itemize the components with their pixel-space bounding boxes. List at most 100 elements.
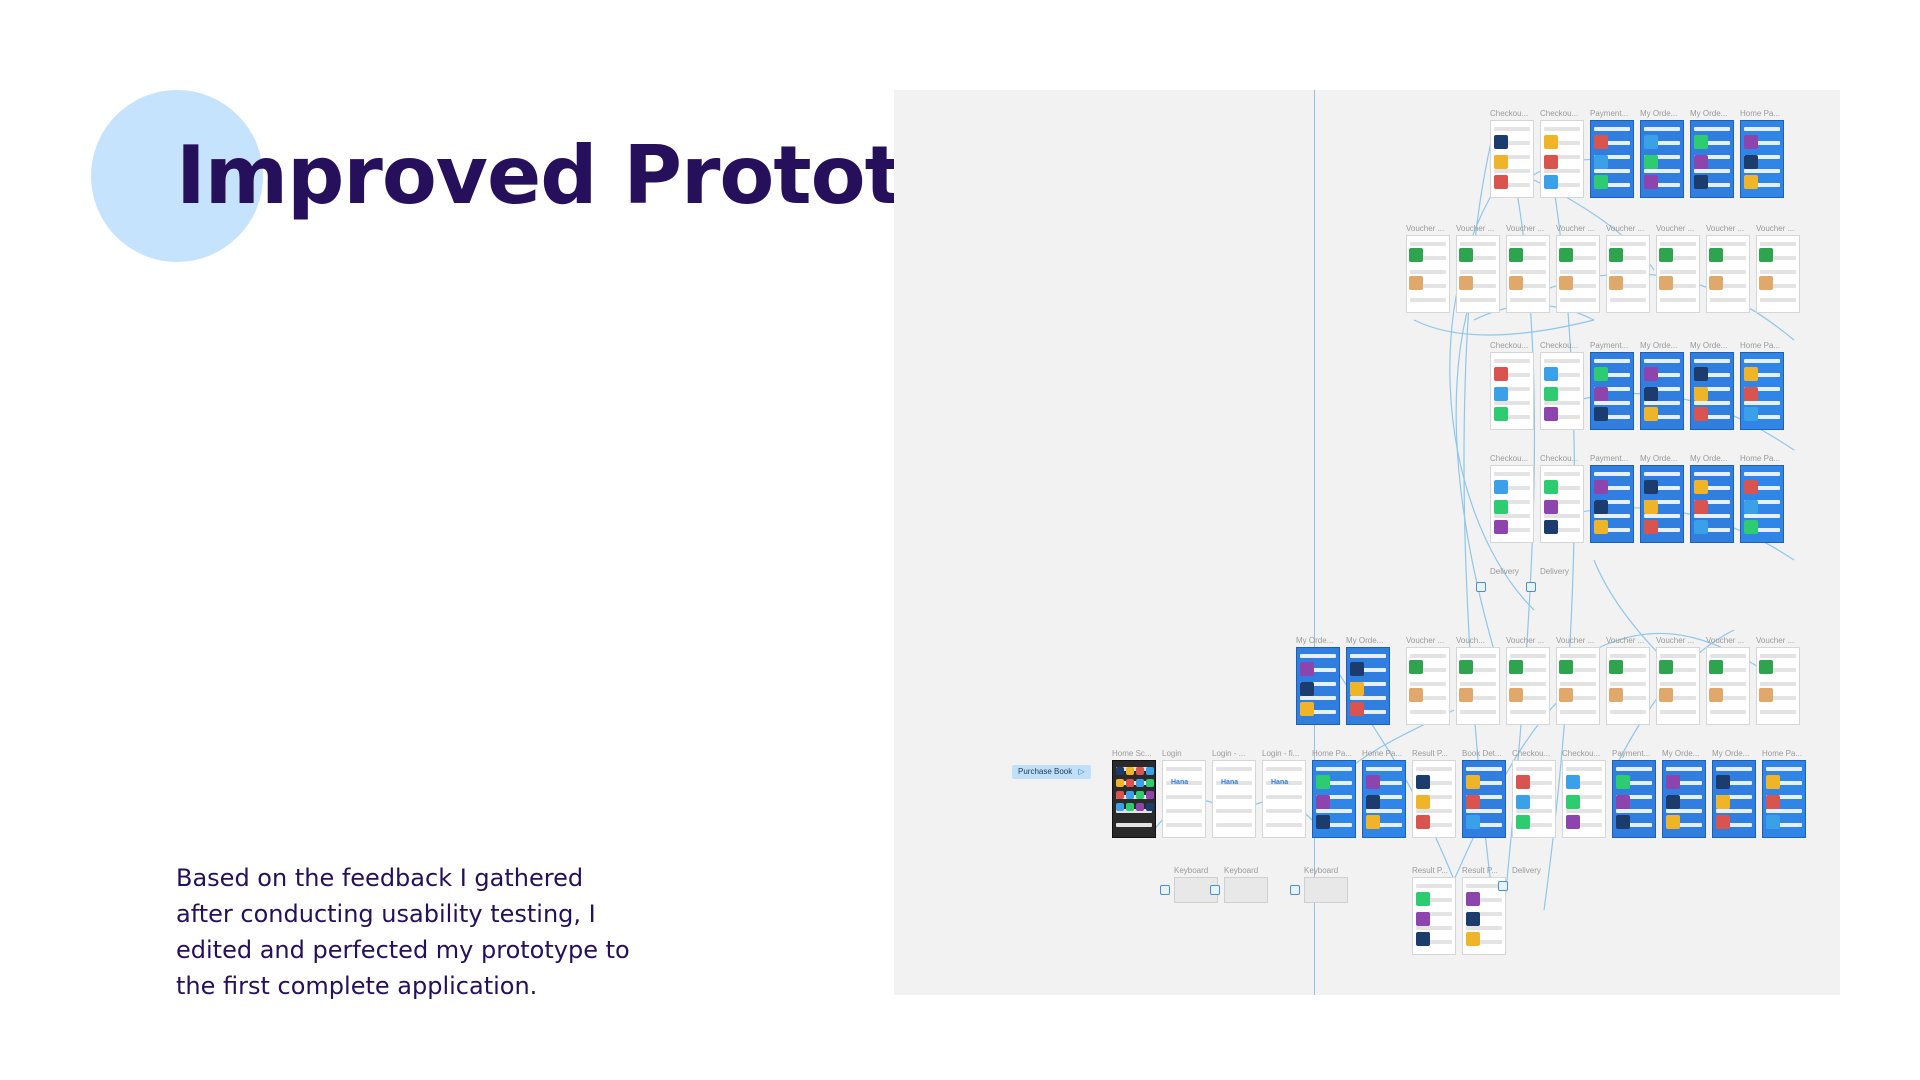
voucher-thumb — [1759, 660, 1773, 674]
screen-frame-blue[interactable] — [1690, 120, 1734, 198]
book-cover-thumb — [1694, 520, 1708, 534]
frame-label: Result P... — [1462, 866, 1498, 875]
frame-content-line — [1460, 696, 1496, 700]
frame-content-line — [1766, 781, 1802, 785]
interaction-node[interactable] — [1160, 885, 1170, 895]
screen-frame-blue[interactable] — [1462, 760, 1506, 838]
frame-content-line — [1266, 781, 1302, 785]
keyboard-frame[interactable] — [1304, 877, 1348, 903]
book-cover-thumb — [1644, 135, 1658, 149]
frame-content-line — [1494, 127, 1530, 131]
screen-frame-home[interactable] — [1362, 760, 1406, 838]
frame-content-line — [1544, 486, 1580, 490]
start-flow-tag[interactable]: Purchase Book ▷ — [1012, 765, 1091, 779]
screen-frame-blue[interactable] — [1690, 352, 1734, 430]
frame-label: Delivery — [1512, 866, 1541, 875]
frame-content-line — [1544, 183, 1580, 187]
screen-frame-blue[interactable] — [1640, 465, 1684, 543]
screen-frame-home[interactable] — [1762, 760, 1806, 838]
screen-frame[interactable] — [1412, 760, 1456, 838]
interaction-node[interactable] — [1526, 582, 1536, 592]
app-icon — [1116, 803, 1124, 811]
frame-content-line — [1660, 284, 1696, 288]
frame-content-line — [1760, 668, 1796, 672]
screen-frame[interactable] — [1556, 235, 1600, 313]
screen-frame[interactable] — [1540, 465, 1584, 543]
screen-frame[interactable]: Hana — [1162, 760, 1206, 838]
screen-frame[interactable] — [1506, 647, 1550, 725]
screen-frame-blue[interactable] — [1590, 352, 1634, 430]
screen-frame[interactable] — [1606, 647, 1650, 725]
screen-frame[interactable] — [1756, 647, 1800, 725]
frame-label: My Orde... — [1296, 636, 1334, 645]
screen-frame[interactable]: Hana — [1262, 760, 1306, 838]
screen-frame-home[interactable] — [1740, 465, 1784, 543]
screen-frame-blue[interactable] — [1640, 352, 1684, 430]
screen-frame-blue[interactable] — [1590, 465, 1634, 543]
frame-content-line — [1694, 472, 1730, 476]
screen-frame-home[interactable] — [1740, 120, 1784, 198]
screen-frame-blue[interactable] — [1662, 760, 1706, 838]
screen-frame-blue[interactable] — [1296, 647, 1340, 725]
screen-frame[interactable] — [1540, 352, 1584, 430]
screen-frame[interactable] — [1490, 352, 1534, 430]
screen-frame[interactable] — [1412, 877, 1456, 955]
frame-content-line — [1760, 710, 1796, 714]
screen-frame[interactable] — [1406, 647, 1450, 725]
frame-label: Checkou... — [1540, 341, 1579, 350]
screen-frame[interactable] — [1606, 235, 1650, 313]
screen-frame[interactable] — [1706, 235, 1750, 313]
frame-content-line — [1466, 940, 1502, 944]
frame-label: Payment... — [1612, 749, 1651, 758]
screen-frame[interactable] — [1556, 647, 1600, 725]
interaction-node[interactable] — [1498, 881, 1508, 891]
frame-content-line — [1494, 514, 1530, 518]
frame-label: Login - ... — [1212, 749, 1246, 758]
screen-frame-blue[interactable] — [1612, 760, 1656, 838]
prototype-canvas[interactable]: Purchase Book ▷ Checkou... Checkou... Paym… — [894, 90, 1840, 995]
screen-frame-blue[interactable] — [1346, 647, 1390, 725]
screen-frame-home[interactable] — [1312, 760, 1356, 838]
book-cover-thumb — [1350, 702, 1364, 716]
screen-frame[interactable] — [1490, 120, 1534, 198]
screen-frame[interactable]: Hana — [1212, 760, 1256, 838]
screen-frame-blue[interactable] — [1590, 120, 1634, 198]
screen-frame[interactable] — [1656, 647, 1700, 725]
frame-content-line — [1560, 668, 1596, 672]
frame-content-line — [1566, 795, 1602, 799]
voucher-thumb — [1759, 248, 1773, 262]
screen-frame[interactable] — [1512, 760, 1556, 838]
screen-frame[interactable] — [1456, 235, 1500, 313]
screen-frame-homescreen[interactable] — [1112, 760, 1156, 838]
frame-content-line — [1594, 141, 1630, 145]
screen-frame[interactable] — [1656, 235, 1700, 313]
screen-frame-blue[interactable] — [1690, 465, 1734, 543]
frame-content-line — [1644, 359, 1680, 363]
screen-frame[interactable] — [1490, 465, 1534, 543]
interaction-node[interactable] — [1476, 582, 1486, 592]
frame-label: Checkou... — [1490, 341, 1529, 350]
screen-frame[interactable] — [1562, 760, 1606, 838]
interaction-node[interactable] — [1210, 885, 1220, 895]
frame-content-line — [1494, 472, 1530, 476]
book-cover-thumb — [1544, 387, 1558, 401]
screen-frame-blue[interactable] — [1712, 760, 1756, 838]
screen-frame[interactable] — [1456, 647, 1500, 725]
screen-frame[interactable] — [1506, 235, 1550, 313]
frame-content-line — [1166, 823, 1202, 827]
screen-frame[interactable] — [1756, 235, 1800, 313]
frame-content-line — [1760, 654, 1796, 658]
frame-label: Book Det... — [1462, 749, 1502, 758]
frame-content-line — [1744, 183, 1780, 187]
screen-frame-home[interactable] — [1740, 352, 1784, 430]
book-cover-thumb — [1616, 775, 1630, 789]
keyboard-frame[interactable] — [1224, 877, 1268, 903]
screen-frame[interactable] — [1706, 647, 1750, 725]
screen-frame[interactable] — [1406, 235, 1450, 313]
interaction-node[interactable] — [1290, 885, 1300, 895]
play-icon[interactable]: ▷ — [1078, 767, 1085, 776]
book-cover-thumb — [1566, 815, 1580, 829]
screen-frame-blue[interactable] — [1640, 120, 1684, 198]
screen-frame[interactable] — [1540, 120, 1584, 198]
frame-content-line — [1644, 387, 1680, 391]
